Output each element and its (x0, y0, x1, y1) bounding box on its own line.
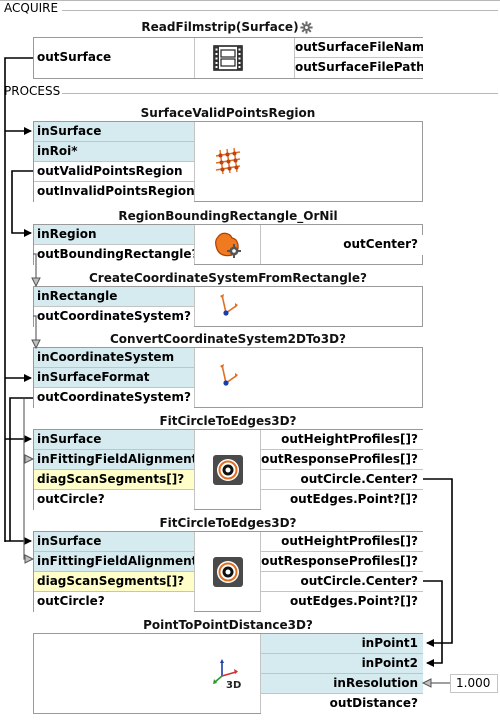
filmstrip-icon (212, 42, 244, 74)
port-outInvalidPointsRegion[interactable]: outInvalidPointsRegion (34, 182, 194, 202)
port-inRectangle[interactable]: inRectangle (34, 287, 194, 307)
port-inPoint1[interactable]: inPoint1 (261, 634, 423, 654)
fit-circle-1-block[interactable]: inSurface inFittingFieldAlignment* diagS… (33, 429, 423, 510)
gear-icon[interactable] (299, 21, 313, 34)
port-diagScanSegments[interactable]: diagScanSegments[]? (34, 572, 194, 592)
port-inFittingFieldAlignment[interactable]: inFittingFieldAlignment* (34, 552, 194, 572)
port-diagScanSegments[interactable]: diagScanSegments[]? (34, 470, 194, 490)
coordinate-axes-icon (212, 291, 244, 323)
region-bounding-title[interactable]: RegionBoundingRectangle_OrNil (118, 209, 338, 223)
surface-valid-title[interactable]: SurfaceValidPointsRegion (140, 106, 316, 120)
port-inPoint2[interactable]: inPoint2 (261, 654, 423, 674)
port-inSurface[interactable]: inSurface (34, 532, 194, 552)
section-acquire-label: ACQUIRE (4, 1, 59, 15)
port-outCoordinateSystem-3d[interactable]: outCoordinateSystem? (34, 388, 194, 408)
region-gear-icon (212, 229, 244, 261)
3d-axes-icon: 3D (212, 658, 244, 691)
port-outSurfaceFilePath[interactable]: outSurfaceFilePath (295, 58, 423, 78)
port-outSurfaceFileName[interactable]: outSurfaceFileName (295, 38, 423, 58)
port-inSurfaceFormat[interactable]: inSurfaceFormat (34, 368, 194, 388)
coordinate-axes-icon (212, 361, 244, 393)
fit-circle-2-block[interactable]: inSurface inFittingFieldAlignment* diagS… (33, 531, 423, 612)
convert-coord-block[interactable]: inCoordinateSystem inSurfaceFormat outCo… (33, 347, 423, 408)
port-outHeightProfiles[interactable]: outHeightProfiles[]? (261, 532, 423, 552)
port-outResponseProfiles[interactable]: outResponseProfiles[]? (261, 552, 423, 572)
port-outValidPointsRegion[interactable]: outValidPointsRegion (34, 162, 194, 182)
point-distance-title[interactable]: PointToPointDistance3D? (143, 618, 313, 632)
section-process-line (62, 93, 498, 94)
port-outCircle-Center[interactable]: outCircle.Center? (261, 572, 423, 592)
top-border (0, 0, 500, 1)
port-outBoundingRectangle[interactable]: outBoundingRectangle? (34, 245, 194, 265)
port-outEdges-Point[interactable]: outEdges.Point?[]? (261, 592, 423, 612)
port-inSurface[interactable]: inSurface (34, 122, 194, 142)
port-outCenter[interactable]: outCenter? (261, 235, 423, 255)
read-filmstrip-block[interactable]: outSurface outSurfaceFileName outSurface… (33, 37, 423, 79)
point-distance-block[interactable]: 3D inPoint1 inPoint2 inResolution outDis… (33, 633, 423, 714)
3d-label: 3D (226, 680, 241, 690)
convert-coord-title[interactable]: ConvertCoordinateSystem2DTo3D? (109, 332, 347, 346)
port-outSurface[interactable]: outSurface (34, 48, 194, 68)
port-outCircle[interactable]: outCircle? (34, 592, 194, 612)
port-inRegion[interactable]: inRegion (34, 225, 194, 245)
port-inCoordinateSystem[interactable]: inCoordinateSystem (34, 348, 194, 368)
create-coord-block[interactable]: inRectangle outCoordinateSystem? (33, 286, 423, 327)
circle-target-icon (212, 556, 244, 588)
port-outCircle[interactable]: outCircle? (34, 490, 194, 510)
section-acquire-line (62, 10, 498, 11)
port-inRoi[interactable]: inRoi* (34, 142, 194, 162)
port-inFittingFieldAlignment[interactable]: inFittingFieldAlignment* (34, 450, 194, 470)
surface-valid-block[interactable]: inSurface inRoi* outValidPointsRegion ou… (33, 121, 423, 202)
port-outHeightProfiles[interactable]: outHeightProfiles[]? (261, 430, 423, 450)
port-outCircle-Center[interactable]: outCircle.Center? (261, 470, 423, 490)
grid-points-icon (212, 146, 244, 178)
create-coord-title[interactable]: CreateCoordinateSystemFromRectangle? (88, 271, 368, 285)
fit-circle-1-title[interactable]: FitCircleToEdges3D? (159, 414, 297, 428)
read-filmstrip-title[interactable]: ReadFilmstrip(Surface) (32, 20, 422, 34)
section-process-label: PROCESS (4, 84, 61, 98)
circle-target-icon (212, 454, 244, 486)
port-inSurface[interactable]: inSurface (34, 430, 194, 450)
port-outCoordinateSystem[interactable]: outCoordinateSystem? (34, 307, 194, 327)
region-bounding-block[interactable]: inRegion outBoundingRectangle? outCenter… (33, 224, 423, 265)
port-outEdges-Point[interactable]: outEdges.Point?[]? (261, 490, 423, 510)
port-outResponseProfiles[interactable]: outResponseProfiles[]? (261, 450, 423, 470)
port-inResolution[interactable]: inResolution (261, 674, 423, 694)
fit-circle-2-title[interactable]: FitCircleToEdges3D? (159, 516, 297, 530)
resolution-value[interactable]: 1.000 (450, 674, 498, 693)
port-outDistance[interactable]: outDistance? (261, 694, 423, 714)
